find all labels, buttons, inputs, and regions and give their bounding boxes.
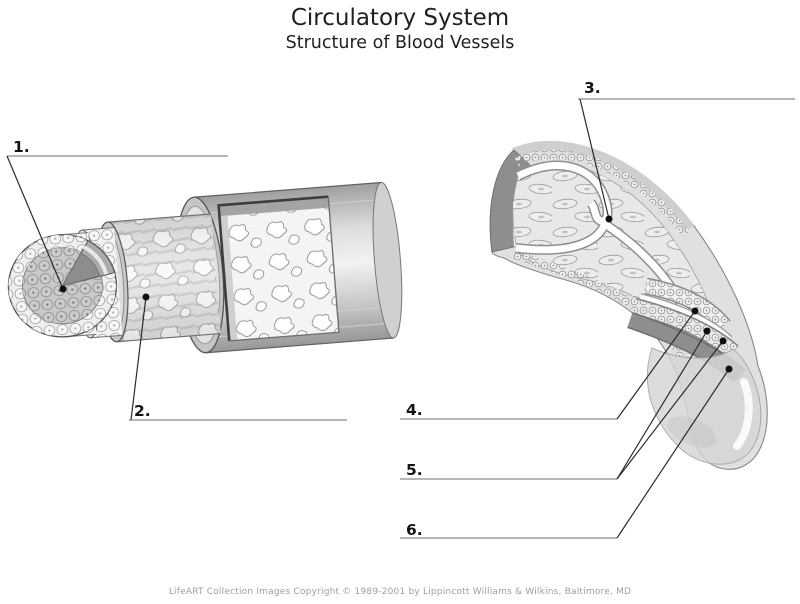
label-4-pointer-dot xyxy=(691,307,699,315)
figure-curved-vessel-cutaway xyxy=(489,141,768,470)
endothelium-upper-band xyxy=(516,162,612,225)
label-5-pointer-dot-b xyxy=(719,337,727,345)
media-ring-texture xyxy=(632,299,738,358)
intima-ring-texture xyxy=(644,279,730,331)
label-3: 3. xyxy=(578,79,795,223)
top-wall-texture-band xyxy=(515,150,690,237)
label-3-number: 3. xyxy=(584,79,601,97)
window-top-lip xyxy=(218,196,330,217)
intima-edges xyxy=(82,227,123,339)
face-step-notch-inner xyxy=(61,252,101,287)
label-4: 4. xyxy=(400,307,699,420)
window-cut-edge-light xyxy=(229,196,340,342)
translucent-shadow xyxy=(667,416,717,448)
middle-layer-cylinder xyxy=(95,213,221,343)
label-2: 2. xyxy=(129,293,347,421)
window-cut-edge-dark xyxy=(217,195,329,342)
label-5-pointer-dot-a xyxy=(703,327,711,335)
page-subtitle: Structure of Blood Vessels xyxy=(285,33,515,53)
label-4-number: 4. xyxy=(406,401,423,419)
window-left-lip xyxy=(219,215,238,341)
label-4-leader-line xyxy=(616,310,696,420)
copyright-credit: LifeART Collection Images Copyright © 19… xyxy=(168,587,632,597)
outer-cylinder-edges xyxy=(193,181,394,354)
endothelium-lower-band xyxy=(515,217,608,254)
window-elastic-blobs xyxy=(218,196,339,341)
label-1: 1. xyxy=(6,138,228,293)
label-5: 5. xyxy=(400,327,727,480)
label-2-leader-line xyxy=(130,296,147,421)
outer-wall-top-band xyxy=(512,141,695,231)
media-edges xyxy=(107,213,221,343)
label-2-number: 2. xyxy=(134,402,151,420)
label-6-pointer-dot xyxy=(725,365,733,373)
label-1-leader-line xyxy=(6,155,64,290)
label-1-pointer-dot xyxy=(59,285,67,293)
label-6-number: 6. xyxy=(406,521,423,539)
media-shading xyxy=(107,213,221,342)
label-6: 6. xyxy=(400,365,733,539)
label-2-pointer-dot xyxy=(142,293,150,301)
label-5-leader-line-b xyxy=(616,340,724,480)
label-6-leader-line xyxy=(616,368,730,539)
label-5-number: 5. xyxy=(406,461,423,479)
label-3-leader-line xyxy=(579,98,610,220)
outer-layer-window xyxy=(217,195,340,342)
label-3-pointer-dot xyxy=(605,215,613,223)
face-step-highlight xyxy=(82,245,109,275)
figure-artery-cutaway xyxy=(7,181,403,354)
translucent-highlight xyxy=(733,378,753,450)
label-1-number: 1. xyxy=(13,138,30,156)
label-5-leader-line-a xyxy=(616,330,708,480)
page-title: Circulatory System xyxy=(290,5,510,31)
